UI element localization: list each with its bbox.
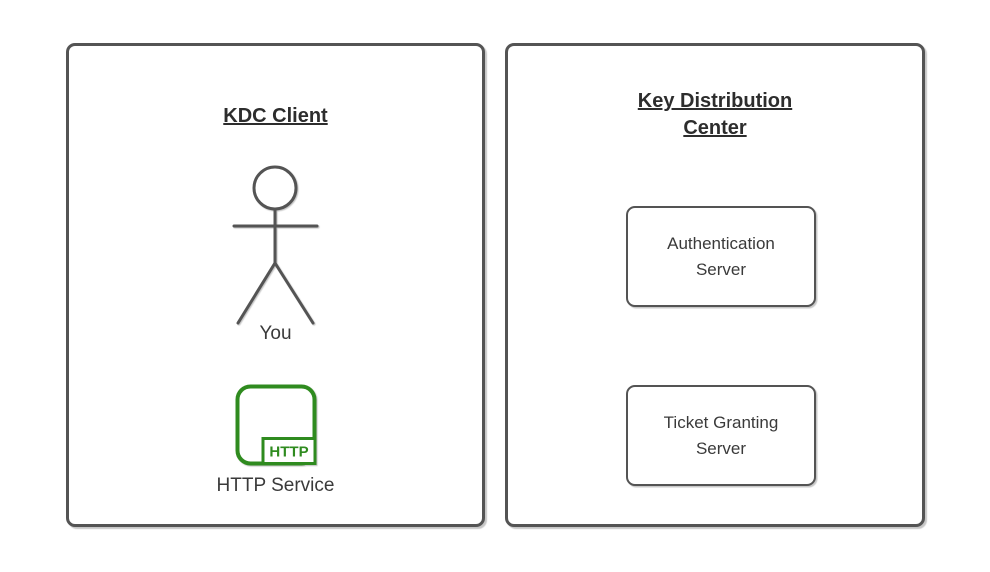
key-distribution-center-title: Key Distribution Center <box>637 90 793 139</box>
http-icon-badge <box>261 437 317 465</box>
authentication-server-box: Authentication Server <box>626 206 816 307</box>
authentication-server-label: Authentication Server <box>667 233 775 279</box>
ticket-granting-server-box: Ticket Granting Server <box>626 385 816 486</box>
http-service-icon: HTTP <box>235 384 317 466</box>
kdc-client-title: KDC Client <box>223 105 328 127</box>
http-service-label: HTTP Service <box>216 475 335 496</box>
actor-label: You <box>259 323 292 344</box>
stick-figure-actor-icon <box>232 165 319 325</box>
ticket-granting-server-label: Ticket Granting Server <box>663 412 779 458</box>
key-distribution-center-panel: Key Distribution Center Authentication S… <box>505 43 925 527</box>
http-icon-text: HTTP <box>269 444 308 461</box>
kdc-client-panel: KDC Client You HTTP HTTP Service <box>66 43 485 527</box>
